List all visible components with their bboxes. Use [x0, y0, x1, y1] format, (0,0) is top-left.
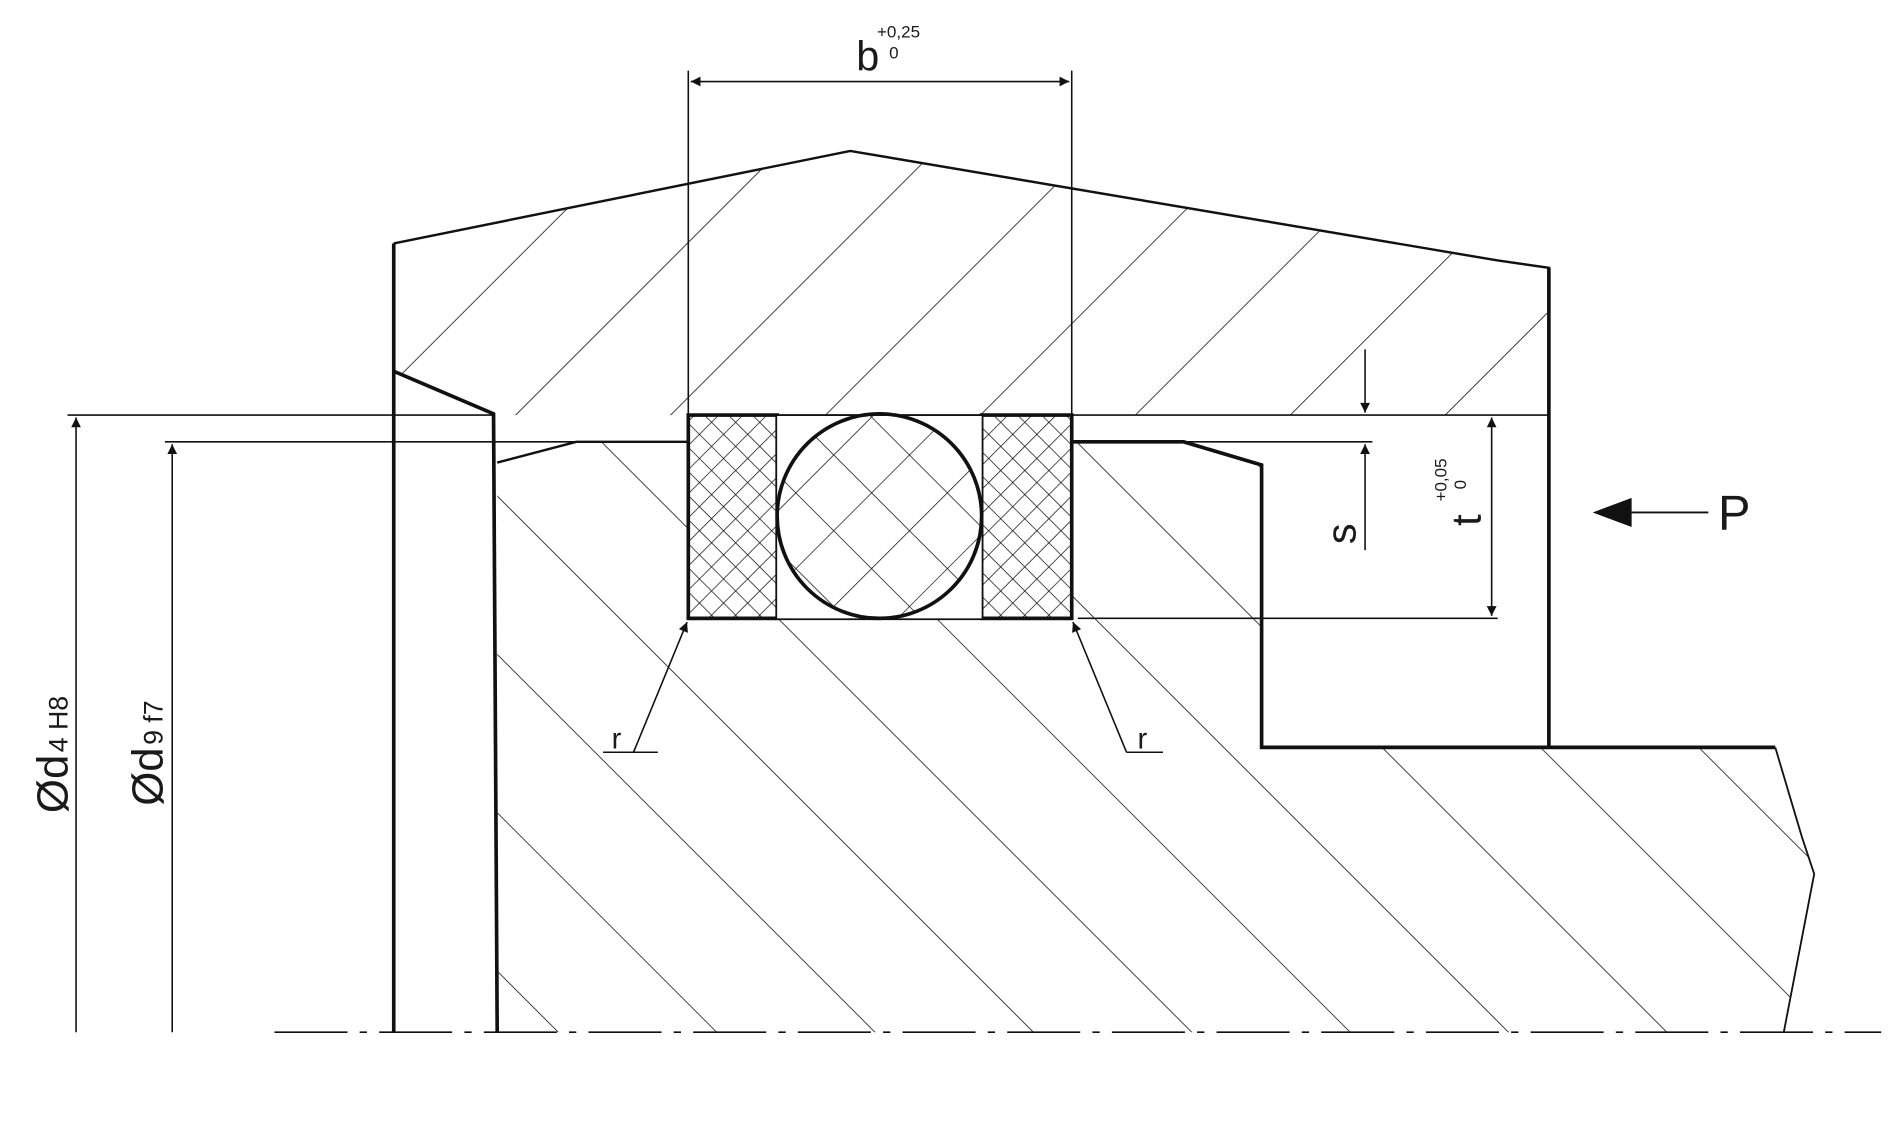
housing [391, 149, 1551, 1033]
dim-s-label: s [1318, 523, 1364, 544]
dim-b-lower-tol: 0 [889, 43, 898, 62]
seal-assembly [686, 412, 1074, 621]
dim-d4-label: Ød 4 H8 [29, 696, 78, 813]
dim-b-label: b [856, 34, 879, 80]
dim-d9-label: Ød 9 f7 [123, 700, 172, 805]
dim-d9-prefix: Ød [123, 747, 172, 805]
dim-d4-index: 4 [44, 737, 74, 752]
dim-t-upper-tol: +0,05 [1432, 458, 1451, 501]
dim-d4-fit: H8 [44, 696, 74, 730]
dim-d9-index: 9 [138, 730, 168, 745]
dim-b-upper-tol: +0,25 [877, 23, 920, 42]
dim-d9-fit: f7 [138, 700, 168, 722]
dim-t-label: t [1444, 514, 1490, 526]
radius-right-label: r [1137, 724, 1147, 756]
radius-left-label: r [612, 724, 622, 756]
pressure-arrow-icon [1592, 497, 1632, 528]
dimension-lines [67, 70, 1709, 1033]
pressure-label: P [1718, 486, 1750, 540]
dim-d4-prefix: Ød [29, 755, 78, 813]
dim-t-lower-tol: 0 [1451, 480, 1470, 489]
